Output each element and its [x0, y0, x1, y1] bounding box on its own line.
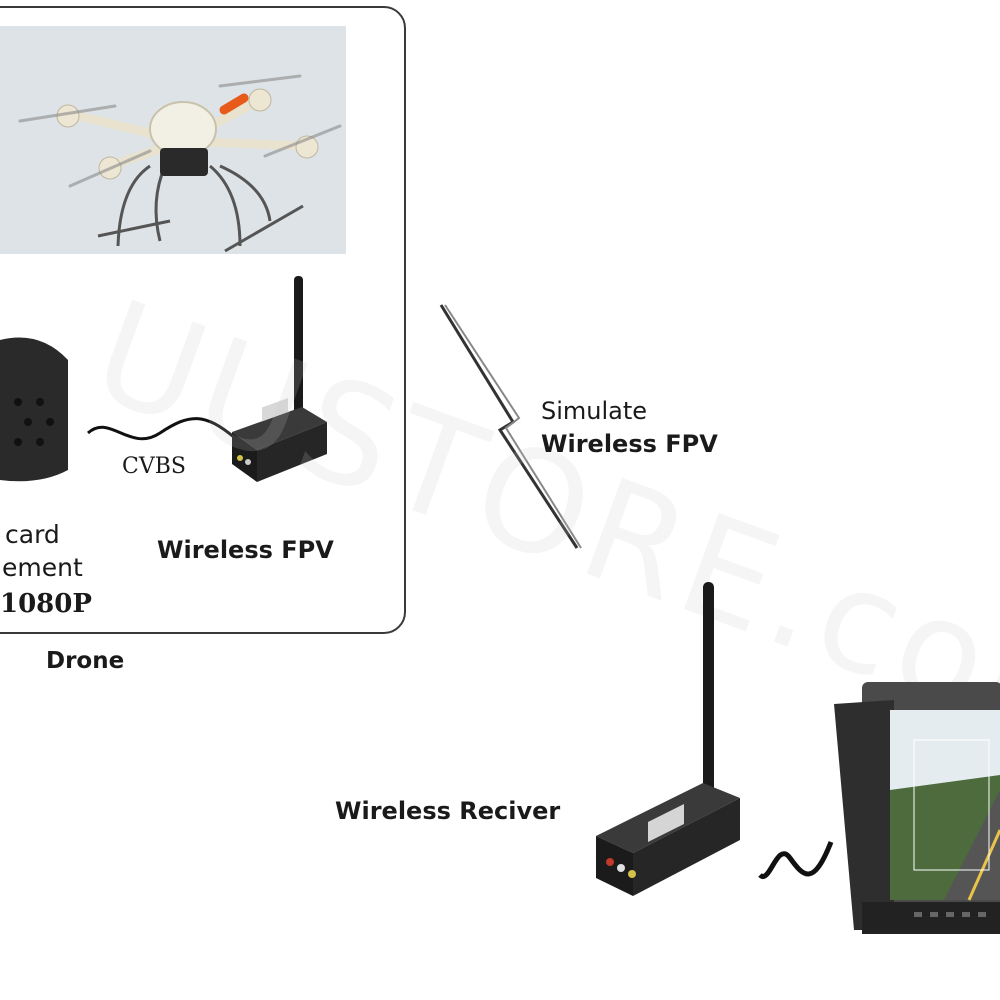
wireless-receiver-label: Wireless Reciver: [335, 797, 561, 825]
simulate-label-line1: Simulate: [541, 397, 648, 425]
camera-label-line3: 1080P: [0, 589, 92, 619]
wireless-signal-bolt: [439, 304, 582, 549]
camera-device: [0, 337, 68, 482]
drone-photo: [0, 26, 346, 254]
wireless-fpv-label: Wireless FPV: [157, 536, 334, 564]
camera-label-line2: ement: [2, 553, 83, 582]
wireless-fpv-transmitter: [232, 276, 327, 482]
camera-label-line1: card: [5, 520, 60, 549]
fpv-monitor: [834, 682, 1000, 934]
wireless-receiver: [596, 582, 740, 896]
drone-label: Drone: [46, 648, 125, 674]
monitor-cable: [758, 841, 834, 879]
simulate-label-line2: Wireless FPV: [541, 430, 718, 458]
cvbs-cable: [86, 417, 236, 441]
cvbs-label: CVBS: [122, 454, 186, 479]
